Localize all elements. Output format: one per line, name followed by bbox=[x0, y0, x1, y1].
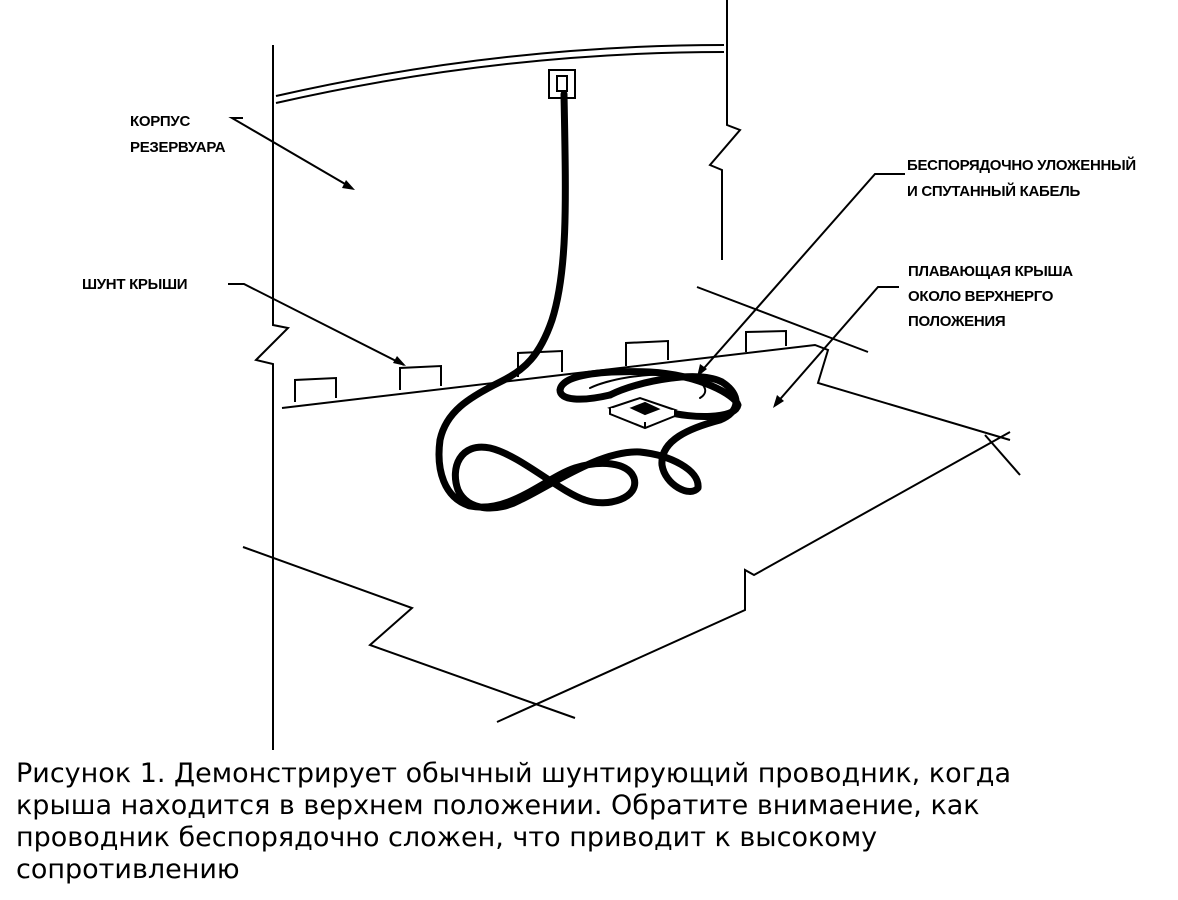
tangled-cable bbox=[435, 90, 742, 512]
label-tank-shell: КОРПУС РЕЗЕРВУАРА bbox=[130, 113, 226, 156]
shunt bbox=[294, 376, 337, 402]
leader-lines bbox=[228, 117, 905, 406]
leader-tangled-cable bbox=[697, 173, 905, 376]
floating-roof bbox=[242, 286, 1021, 723]
leader-roof-shunt bbox=[228, 283, 405, 366]
shunt bbox=[399, 364, 442, 390]
label-roof-shunt: ШУНТ КРЫШИ bbox=[82, 276, 187, 293]
roof-bottom-right bbox=[496, 431, 1011, 723]
roof-front-edge bbox=[281, 343, 1011, 441]
roof-bottom-edge bbox=[242, 546, 576, 719]
label-line: ОКОЛО ВЕРХНЕРГО bbox=[908, 288, 1054, 305]
arrowhead bbox=[773, 395, 784, 408]
label-line: И СПУТАННЫЙ КАБЕЛЬ bbox=[907, 182, 1080, 200]
figure-caption: Рисунок 1. Демонстрирует обычный шунтиру… bbox=[16, 758, 1012, 885]
label-line: ПОЛОЖЕНИЯ bbox=[908, 313, 1005, 330]
label-line: ШУНТ КРЫШИ bbox=[82, 276, 187, 293]
label-tangled-cable: БЕСПОРЯДОЧНО УЛОЖЕННЫЙ И СПУТАННЫЙ КАБЕЛ… bbox=[907, 156, 1140, 200]
leader-floating-roof bbox=[774, 286, 899, 406]
label-line: БЕСПОРЯДОЧНО УЛОЖЕННЫЙ bbox=[907, 156, 1136, 174]
tank-shell bbox=[254, 0, 742, 750]
label-line: РЕЗЕРВУАРА bbox=[130, 139, 226, 156]
arrowhead bbox=[342, 180, 355, 190]
roof-right-edge bbox=[984, 434, 1021, 476]
top-rim bbox=[275, 44, 725, 104]
label-line: ПЛАВАЮЩАЯ КРЫША bbox=[908, 263, 1073, 280]
roof-back-line bbox=[696, 286, 869, 353]
arrowhead bbox=[697, 364, 707, 377]
right-wall bbox=[708, 0, 742, 260]
arrowheads bbox=[342, 180, 784, 408]
arrowhead bbox=[393, 356, 406, 366]
tank-diagram: КОРПУС РЕЗЕРВУАРА ШУНТ КРЫШИ БЕСПОРЯДОЧН… bbox=[82, 0, 1140, 750]
roof-shunts bbox=[294, 329, 787, 402]
leader-tank-shell bbox=[228, 117, 353, 189]
label-floating-roof: ПЛАВАЮЩАЯ КРЫША ОКОЛО ВЕРХНЕРГО ПОЛОЖЕНИ… bbox=[908, 263, 1077, 330]
roof-junction-box bbox=[607, 396, 678, 430]
shunt bbox=[745, 329, 787, 352]
left-wall bbox=[254, 45, 291, 750]
shunt bbox=[625, 339, 669, 366]
label-line: КОРПУС bbox=[130, 113, 190, 130]
